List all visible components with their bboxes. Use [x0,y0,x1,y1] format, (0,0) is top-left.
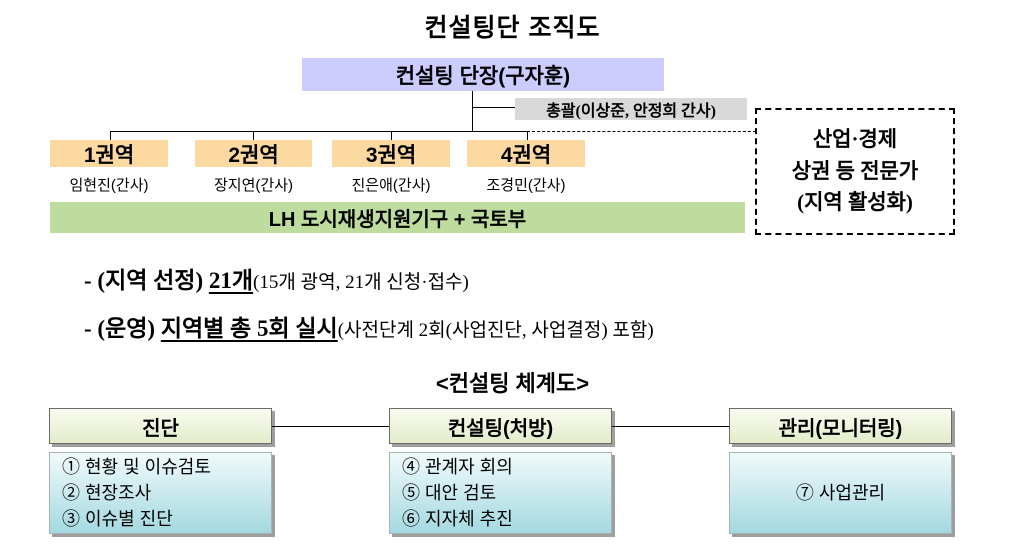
experts-line-2: 상권 등 전문가 [791,158,919,183]
region-1: 1권역 임현진(간사) [50,140,168,195]
bullet-2-detail: (사전단계 2회(사업진단, 사업결정) 포함) [337,320,654,341]
support-org-box: LH 도시재생지원기구 + 국토부 [50,202,745,233]
experts-line-1: 산업·경제 [812,127,898,152]
process-item: ⑥ 지자체 추진 [402,509,513,530]
experts-line-3: (지역 활성화) [797,190,913,215]
process-item: ② 현장조사 [62,482,152,503]
region-2-manager: 장지연(간사) [214,177,293,194]
process-body-diagnosis: ① 현황 및 이슈검토 ② 현장조사 ③ 이슈별 진단 [49,452,272,534]
bullet-2-prefix: - (운영) [84,316,161,341]
region-2-box: 2권역 [195,140,312,167]
section-subtitle: <컨설팅 체계도> [435,371,590,396]
region-1-manager: 임현진(간사) [69,177,149,194]
region-1-box: 1권역 [50,140,168,167]
region-2: 2권역 장지연(간사) [195,140,312,195]
connector-region4-stub [527,131,528,140]
process-header-consulting: 컨설팅(처방) [389,408,612,444]
region-4-box: 4권역 [467,140,585,167]
connector-region1-stub [110,131,111,140]
connector-experts-dashed [527,131,756,132]
region-4: 4권역 조경민(간사) [467,140,585,195]
process-connector-1 [272,426,389,427]
process-item: ④ 관계자 회의 [402,456,513,477]
process-item: ① 현황 및 이슈검토 [62,456,211,477]
experts-box: 산업·경제 상권 등 전문가 (지역 활성화) [755,108,955,235]
process-header-management: 관리(모니터링) [729,408,952,444]
leader-box: 컨설팅 단장(구자훈) [302,58,664,91]
region-3: 3권역 진은애(간사) [332,140,450,195]
process-body-management: ⑦ 사업관리 [729,452,952,534]
region-4-manager: 조경민(간사) [486,177,566,194]
bullet-1-detail: (15개 광역, 21개 신청·접수) [253,272,469,293]
process-item: ③ 이슈별 진단 [62,509,173,530]
bullet-2-emphasis: 지역별 총 5회 실시 [160,316,338,341]
connector-regions-horizontal [110,131,527,132]
connector-leader-vertical [472,91,473,131]
process-connector-2 [612,426,729,427]
process-body-consulting: ④ 관계자 회의 ⑤ 대안 검토 ⑥ 지자체 추진 [389,452,612,534]
process-item: ⑤ 대안 검토 [402,482,497,503]
page-title: 컨설팅단 조직도 [424,14,601,42]
connector-region2-stub [253,131,254,140]
bullet-1-prefix: - (지역 선정) [84,268,209,293]
connector-region3-stub [391,131,392,140]
bullet-1-emphasis: 21개 [208,268,254,293]
region-3-box: 3권역 [332,140,450,167]
coordinator-box: 총괄(이상준, 안정희 간사) [515,98,747,120]
bullet-operation: - (운영) 지역별 총 5회 실시(사전단계 2회(사업진단, 사업결정) 포… [84,309,654,343]
region-3-manager: 진은애(간사) [351,177,431,194]
process-header-diagnosis: 진단 [49,408,272,444]
connector-coordinator-branch [472,107,516,108]
process-item: ⑦ 사업관리 [795,482,886,503]
bullet-region-selection: - (지역 선정) 21개(15개 광역, 21개 신청·접수) [84,261,469,295]
